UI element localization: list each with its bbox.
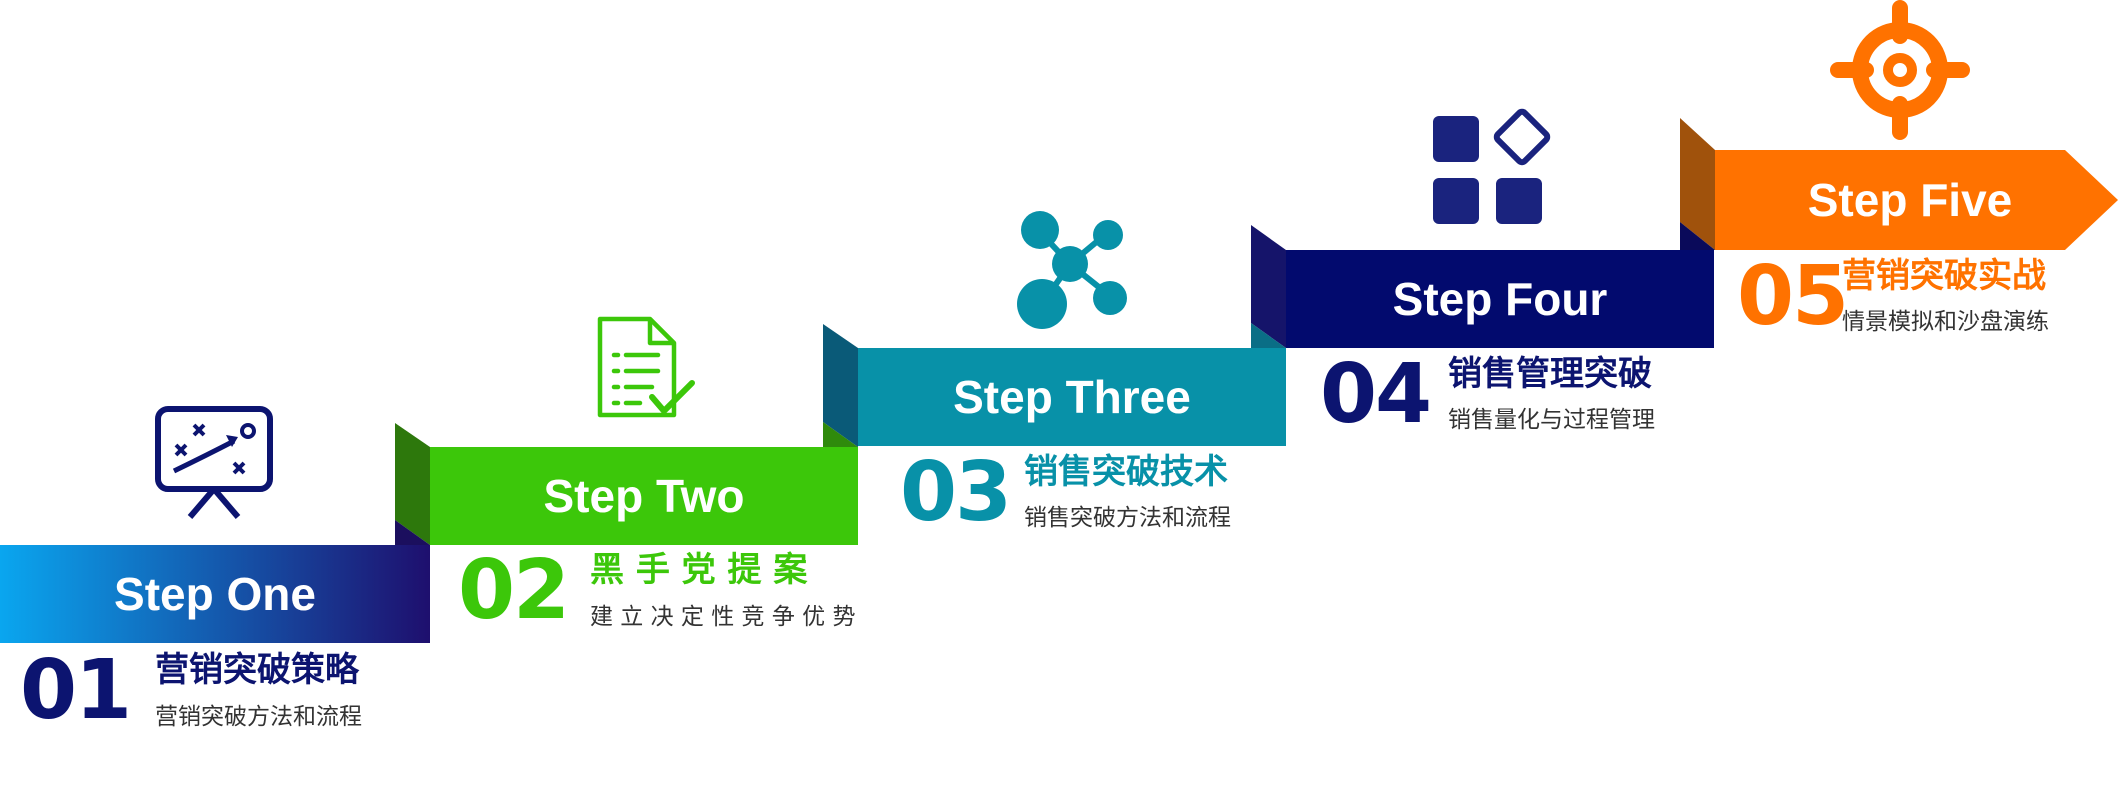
step-four-number: 04 [1320,347,1432,442]
step-two-ribbon [430,447,858,545]
step-two-title: 黑 手 党 提 案 [590,550,808,590]
step-five-ribbon [1715,150,2118,250]
step-five-subtitle: 情景模拟和沙盘演练 [1842,309,2049,335]
step-three-subtitle: 销售突破方法和流程 [1024,505,1231,531]
step-five-fold [1680,118,1715,250]
step-one-fold-shadow [395,520,430,545]
step-four-subtitle: 销售量化与过程管理 [1448,407,1655,433]
step-five-number: 05 [1737,249,1849,344]
step-three-fold-shadow [1251,323,1286,348]
target-crosshair-icon [1830,0,1970,140]
step-three-ribbon [858,348,1286,446]
step-three-number: 03 [900,445,1012,540]
step-four-fold-shadow [1680,222,1715,250]
network-nodes-icon [1017,211,1127,329]
step-five-label: Step Five [1807,174,2013,226]
step-two-fold [395,423,430,545]
step-three-fold [823,324,858,447]
app-blocks-icon [1433,108,1551,224]
step-four-fold [1251,225,1286,348]
document-check-icon [597,316,695,418]
step-four-title: 销售管理突破 [1448,354,1652,394]
step-five-title: 营销突破实战 [1842,256,2046,296]
step-one-title: 营销突破策略 [155,650,359,690]
step-two-number: 02 [458,543,570,638]
step-one-label: Step One [114,568,316,620]
step-four-label: Step Four [1392,273,1608,325]
strategy-board-icon [155,406,273,519]
step-two-fold-shadow [823,422,858,447]
step-one-number: 01 [20,643,132,738]
step-two-label: Step Two [543,470,745,522]
step-four-ribbon [1286,250,1714,348]
step-one-ribbon [0,545,430,643]
step-three-title: 销售突破技术 [1024,452,1228,492]
step-one-subtitle: 营销突破方法和流程 [155,704,362,730]
step-three-label: Step Three [953,371,1191,423]
step-two-subtitle: 建 立 决 定 性 竞 争 优 势 [590,604,856,630]
